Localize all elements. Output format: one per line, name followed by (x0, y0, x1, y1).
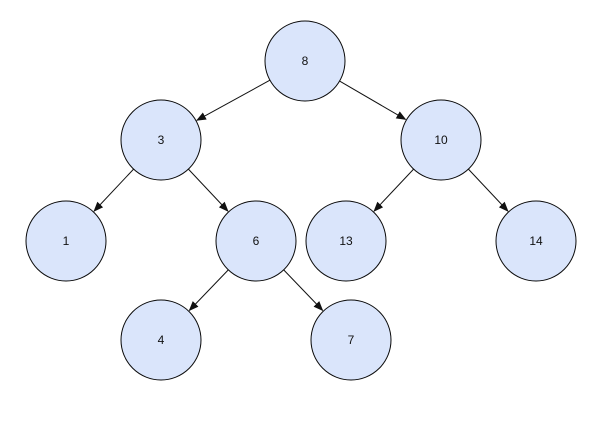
tree-node-3: 3 (120, 99, 202, 181)
node-circle (120, 299, 202, 381)
node-label: 10 (434, 133, 448, 147)
tree-node-13: 13 (305, 200, 387, 282)
edge-arrow-8-to-3 (196, 79, 271, 121)
tree-node-6: 6 (215, 200, 297, 282)
edge-arrow-6-to-7 (283, 269, 324, 312)
edge-arrow-3-to-6 (188, 168, 229, 212)
tree-node-4: 4 (120, 299, 202, 381)
tree-node-8: 8 (264, 20, 346, 102)
node-label: 1 (63, 234, 70, 248)
node-label: 6 (253, 234, 260, 248)
edges-layer (93, 79, 509, 312)
tree-node-7: 7 (310, 299, 392, 381)
node-label: 7 (348, 333, 355, 347)
node-circle (310, 299, 392, 381)
node-label: 4 (158, 333, 165, 347)
node-circle (120, 99, 202, 181)
edge-arrow-8-to-10 (339, 80, 407, 120)
edge-arrow-10-to-14 (468, 168, 509, 212)
node-circle (215, 200, 297, 282)
node-circle (495, 200, 577, 282)
node-circle (400, 99, 482, 181)
node-label: 3 (158, 133, 165, 147)
node-label: 14 (529, 234, 543, 248)
tree-node-14: 14 (495, 200, 577, 282)
node-circle (25, 200, 107, 282)
node-label: 13 (339, 234, 353, 248)
node-circle (264, 20, 346, 102)
edge-arrow-6-to-4 (188, 269, 229, 312)
edge-arrow-10-to-13 (373, 168, 414, 212)
edge-arrow-3-to-1 (93, 168, 134, 212)
node-label: 8 (302, 54, 309, 68)
tree-node-1: 1 (25, 200, 107, 282)
node-circle (305, 200, 387, 282)
nodes-layer: 8 3 10 1 6 13 (25, 20, 577, 381)
tree-node-10: 10 (400, 99, 482, 181)
